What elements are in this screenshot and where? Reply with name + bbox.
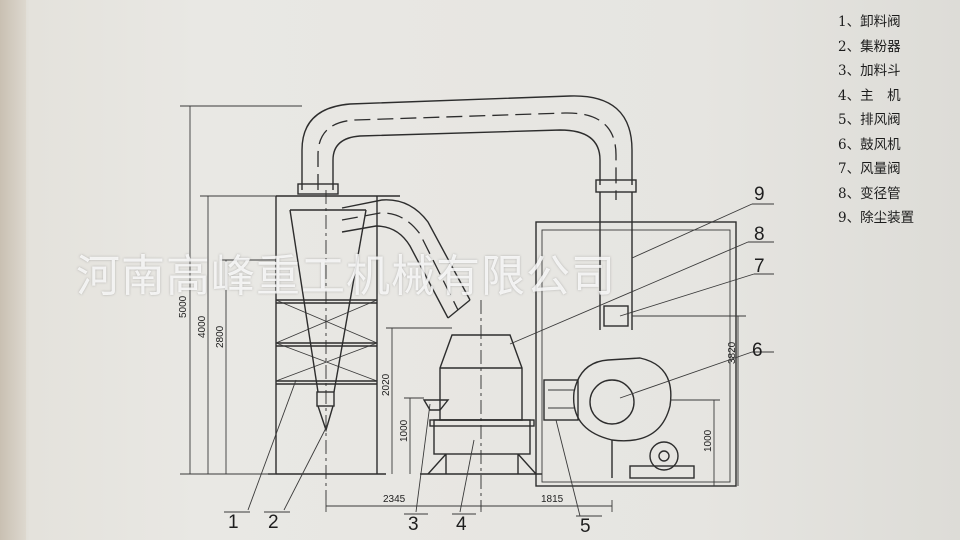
parts-legend: 1、卸料阀 2、集粉器 3、加料斗 4、主 机 5、排风阀 6、鼓风机 7、风量…: [838, 10, 958, 231]
legend-item-exhaust-valve: 5、排风阀: [838, 112, 901, 128]
dim-2020: 2020: [381, 373, 392, 396]
leader-lines: [224, 203, 774, 517]
callout-5: 5: [580, 516, 591, 537]
main-mill: [420, 300, 542, 510]
callout-3: 3: [408, 514, 419, 535]
legend-item-dust-removal: 9、除尘装置: [838, 210, 915, 226]
dust-collector: [535, 192, 737, 487]
dim-5000: 5000: [178, 295, 189, 318]
callout-7: 7: [754, 256, 765, 277]
callout-9: 9: [754, 184, 765, 205]
dim-2345: 2345: [383, 494, 406, 505]
dim-1815: 1815: [541, 494, 564, 505]
company-watermark: 河南高峰重工机械有限公司: [76, 251, 616, 302]
callout-8: 8: [754, 224, 765, 245]
dim-1000-right: 1000: [703, 429, 714, 452]
callout-1: 1: [228, 512, 239, 533]
legend-item-air-volume-valve: 7、风量阀: [838, 161, 901, 177]
callout-6: 6: [752, 340, 763, 361]
dim-4000: 4000: [197, 315, 208, 338]
dim-1000-left: 1000: [399, 419, 410, 442]
legend-item-reducer-pipe: 8、变径管: [838, 185, 901, 202]
legend-item-powder-collector: 2、集粉器: [838, 38, 901, 55]
paper-edge: [0, 0, 26, 540]
blower: [543, 357, 695, 479]
legend-item-blower: 6、鼓风机: [838, 136, 901, 153]
legend-item-feed-hopper: 3、加料斗: [838, 63, 901, 79]
legend-item-discharge-valve: 1、卸料阀: [838, 14, 901, 30]
dim-3820: 3820: [727, 341, 738, 364]
callout-2: 2: [268, 512, 279, 533]
dimension-lines: [180, 105, 746, 512]
callout-4: 4: [456, 514, 467, 535]
cyclone-collector: [268, 190, 400, 500]
dim-2800: 2800: [215, 325, 226, 348]
air-duct: [297, 95, 637, 319]
legend-item-main-machine: 4、主 机: [838, 87, 901, 104]
